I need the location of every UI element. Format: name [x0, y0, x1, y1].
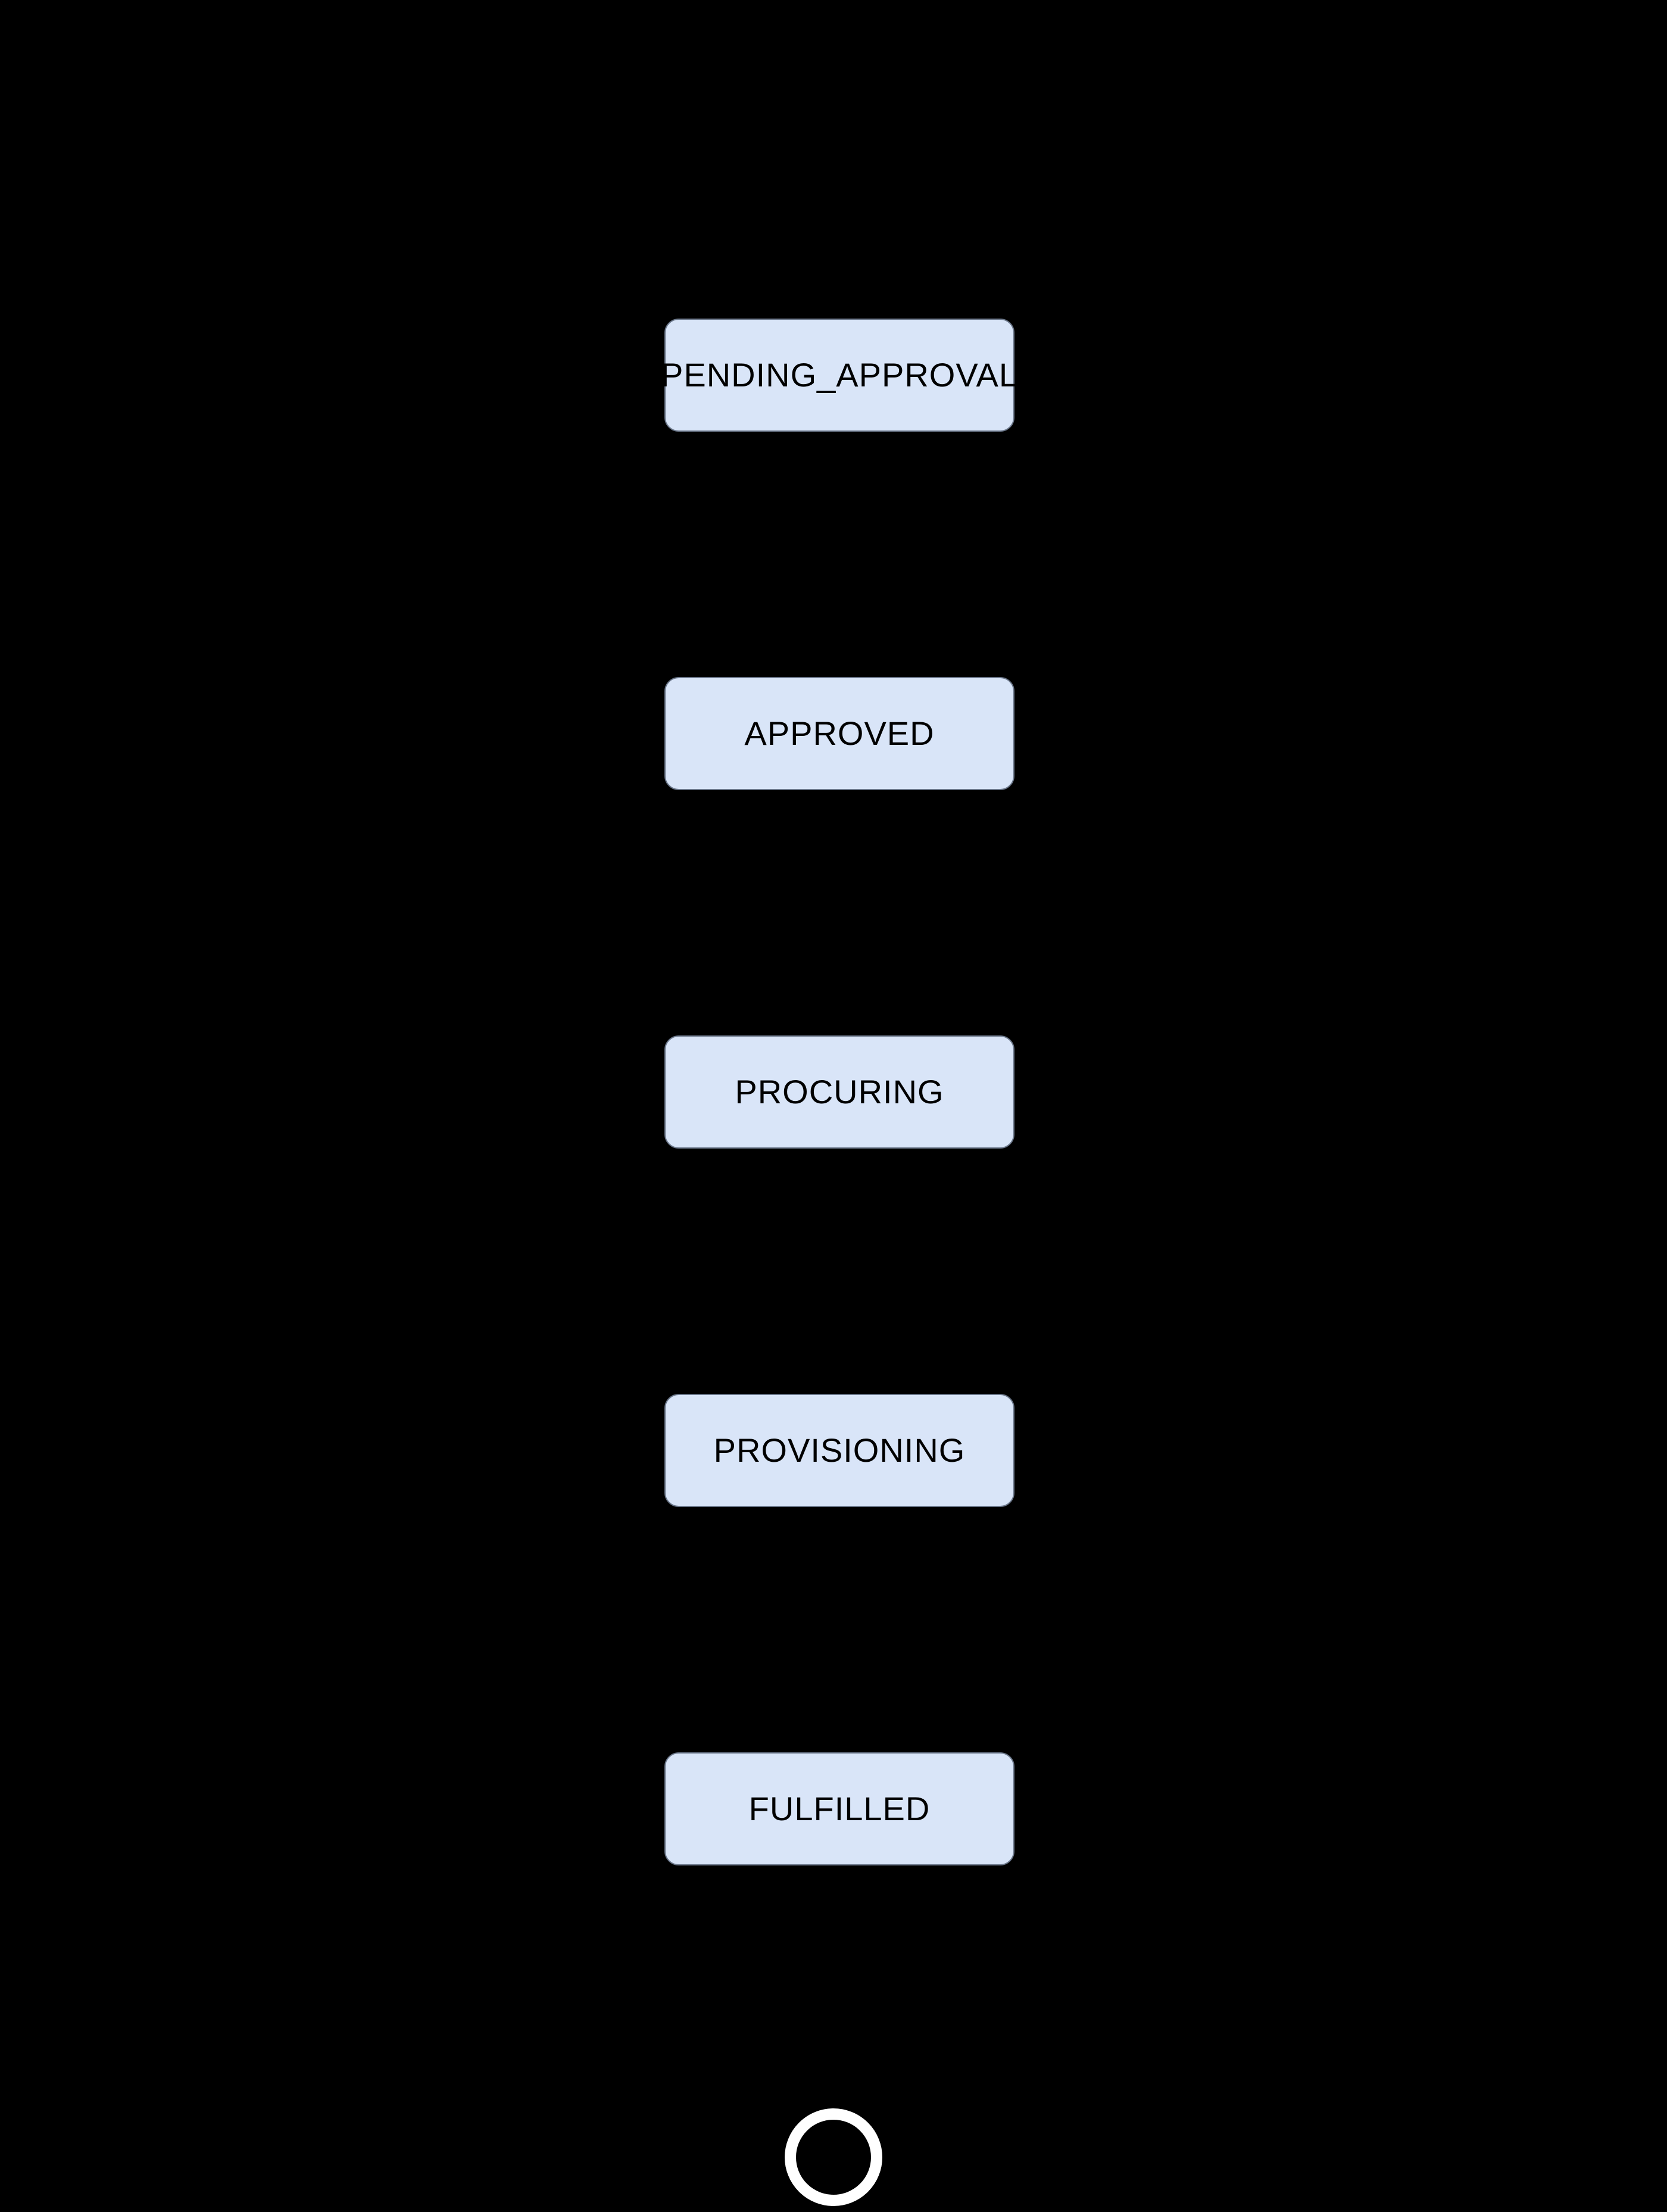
state-node-approved: APPROVED [664, 677, 1014, 790]
end-state-ring-icon [785, 2108, 882, 2206]
state-label-provisioning: PROVISIONING [713, 1431, 966, 1469]
state-label-fulfilled: FULFILLED [748, 1790, 931, 1827]
state-node-pending-approval: PENDING_APPROVAL [661, 319, 1017, 432]
state-label-procuring: PROCURING [735, 1073, 944, 1110]
state-node-fulfilled: FULFILLED [664, 1752, 1014, 1865]
state-label-approved: APPROVED [744, 715, 935, 752]
state-node-provisioning: PROVISIONING [664, 1394, 1014, 1507]
state-label-pending-approval: PENDING_APPROVAL [660, 356, 1019, 394]
state-node-procuring: PROCURING [664, 1035, 1014, 1149]
